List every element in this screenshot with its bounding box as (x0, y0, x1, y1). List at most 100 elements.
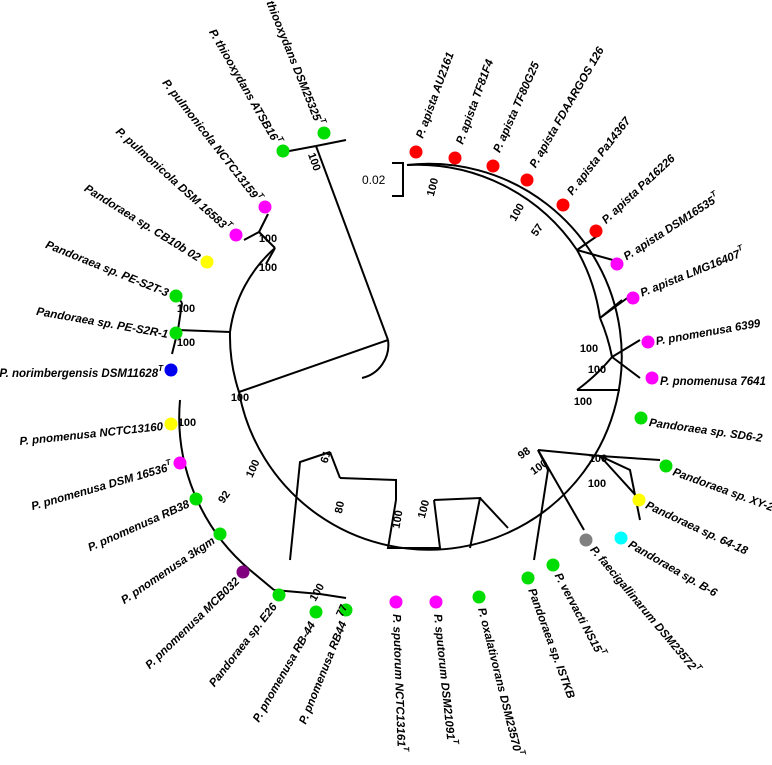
tip-marker (200, 255, 214, 269)
type-strain-mark: T (599, 647, 610, 657)
type-strain-mark: T (709, 188, 719, 199)
tip-label: Pandoraea sp. 64-18 (643, 500, 749, 558)
tip-marker (546, 558, 560, 572)
bootstrap-value: 80 (333, 500, 347, 514)
tip-marker (589, 224, 603, 238)
tip-marker (521, 571, 535, 585)
tip-marker (448, 151, 462, 165)
tip-label: P. pnomenusa 6399 (655, 318, 762, 348)
tip-label: Pandoraea sp. B-6 (626, 539, 719, 600)
bootstrap-value: 100 (425, 177, 441, 198)
bootstrap-value: 100 (416, 499, 432, 520)
tip-label: P. thiooxydans ATSB16T (206, 25, 286, 148)
bootstrap-value: 100 (391, 509, 406, 529)
tip-label: P. thiooxydans DSM25325T (259, 0, 329, 128)
tip-marker (164, 417, 178, 431)
bootstrap-value: 100 (178, 417, 196, 429)
tip-label: P. pnomenusa NCTC13160 (19, 421, 164, 448)
tip-marker (626, 291, 640, 305)
bootstrap-value: 100 (305, 151, 323, 172)
tip-marker (610, 257, 624, 271)
tip-marker (614, 531, 628, 545)
tip-marker (276, 144, 290, 158)
tip-marker (634, 411, 648, 425)
tip-marker (520, 173, 534, 187)
tree-branches (171, 139, 661, 599)
type-strain-mark: T (518, 749, 528, 757)
tip-marker (409, 145, 423, 159)
tip-marker (309, 605, 323, 619)
tip-label: P. pnomenusa RB38 (86, 498, 192, 554)
scale-bar-label: 0.02 (362, 173, 386, 187)
bootstrap-values: 1001005710010010010010098100100100806110… (177, 151, 607, 619)
tip-markers (164, 126, 673, 619)
tip-label: P. apista Pa16226 (600, 152, 678, 226)
tip-marker (169, 289, 183, 303)
tip-marker (632, 493, 646, 507)
tip-marker (429, 595, 443, 609)
tip-marker (659, 459, 673, 473)
tip-marker (579, 533, 593, 547)
bootstrap-value: 100 (589, 453, 607, 465)
tip-marker (317, 126, 331, 140)
bootstrap-value: 100 (177, 337, 195, 349)
tip-marker (339, 603, 353, 617)
bootstrap-value: 100 (177, 303, 195, 315)
bootstrap-value: 100 (259, 262, 277, 274)
tip-label: P. pnomenusa 3kgm (119, 535, 217, 607)
tip-label: P. faecigallinarum DSM23572T (587, 542, 704, 678)
bootstrap-value: 100 (244, 458, 263, 480)
tip-marker (164, 363, 178, 377)
type-strain-mark: T (158, 364, 164, 373)
tip-label: Pandoraea sp. PE-S2R-1 (35, 306, 169, 341)
tip-marker (258, 200, 272, 214)
tip-marker (486, 159, 500, 173)
tip-marker (389, 595, 403, 609)
tip-label: P. pnomenusa 7641 (660, 376, 766, 388)
bootstrap-value: 92 (216, 489, 233, 506)
tip-label: P. norimbergensis DSM11628T (0, 364, 164, 380)
bootstrap-value: 100 (308, 582, 328, 604)
bootstrap-value: 100 (508, 202, 528, 224)
bootstrap-value: 61 (319, 449, 334, 464)
tip-marker (641, 335, 655, 349)
tip-label: P. apista Pa14367 (565, 115, 633, 198)
tip-label: P. apista TF81F4 (454, 58, 496, 147)
tip-label: P. apista LMG16407T (637, 243, 747, 300)
type-strain-mark: T (451, 739, 461, 746)
tip-label: P. oxalativorans DSM23570T (475, 606, 528, 759)
bootstrap-value: 77 (334, 603, 350, 619)
bootstrap-value: 100 (588, 364, 606, 376)
bootstrap-value: 57 (529, 222, 546, 239)
type-strain-mark: T (736, 243, 745, 254)
tip-marker (189, 492, 203, 506)
bootstrap-value: 100 (588, 478, 606, 490)
type-strain-mark: T (275, 135, 286, 145)
tip-label: P. pnomenusa DSM 16536T (29, 457, 175, 513)
tip-marker (169, 326, 183, 340)
tip-label: Pandoraea sp. PE-S2T-3 (44, 239, 171, 300)
scale-bar: 0.02 (362, 162, 404, 197)
tip-marker (229, 228, 243, 242)
tip-marker (556, 198, 570, 212)
tip-label: P. sputorum NCTC13161T (390, 614, 411, 753)
tip-marker (173, 456, 187, 470)
type-strain-mark: T (694, 662, 705, 672)
tip-label: P. apista AU2161 (414, 51, 456, 140)
tip-marker (272, 588, 286, 602)
bootstrap-value: 100 (259, 233, 277, 245)
tip-label: Pandoraea sp. E26 (207, 601, 280, 689)
bootstrap-value: 100 (574, 396, 592, 408)
tip-label: Pandoraea sp. XY-2 (671, 466, 772, 514)
type-strain-mark: T (402, 746, 411, 752)
type-strain-mark: T (318, 117, 329, 126)
tip-label: Pandoraea sp. SD6-2 (648, 417, 764, 445)
bootstrap-value: 100 (231, 392, 249, 404)
tip-label: P. sputorum DSM21091T (431, 613, 461, 746)
type-strain-mark: T (256, 191, 267, 201)
tip-label: P. apista TF80G25 (492, 60, 543, 155)
type-strain-mark: T (165, 457, 173, 467)
bootstrap-value: 98 (516, 445, 533, 462)
type-strain-mark: T (225, 219, 235, 230)
